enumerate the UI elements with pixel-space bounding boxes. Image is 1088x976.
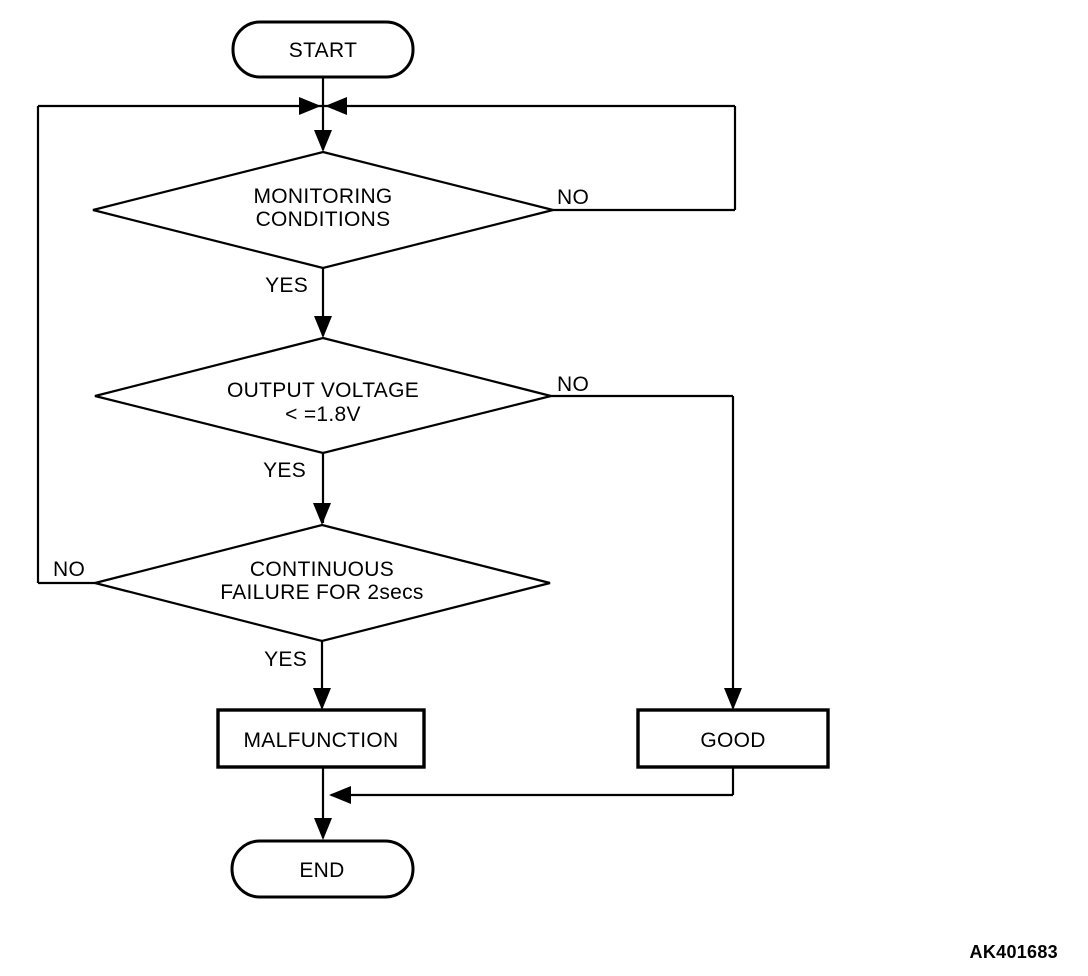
start-label: START bbox=[289, 39, 357, 62]
arrow-down-into-voltage-icon bbox=[314, 316, 332, 338]
arrow-down-into-end-icon bbox=[314, 818, 332, 840]
voltage-decision-shape bbox=[94, 336, 552, 455]
figure-code: AK401683 bbox=[970, 942, 1058, 962]
monitoring-label-line1: MONITORING bbox=[253, 185, 392, 208]
voltage-no-label: NO bbox=[557, 373, 589, 396]
good-box: GOOD bbox=[636, 708, 830, 769]
monitoring-decision-shape bbox=[92, 150, 554, 270]
malfunction-label: MALFUNCTION bbox=[244, 729, 399, 752]
monitoring-yes-label: YES bbox=[265, 274, 308, 297]
end-terminal: END bbox=[230, 839, 415, 899]
malfunction-box-shape bbox=[216, 708, 426, 769]
arrow-left-icon bbox=[325, 97, 347, 115]
arrow-down-into-continuous-icon bbox=[313, 503, 331, 525]
good-label: GOOD bbox=[700, 729, 765, 752]
continuous-yes-label: YES bbox=[264, 648, 307, 671]
output-voltage-decision: OUTPUT VOLTAGE < =1.8V bbox=[94, 336, 552, 455]
monitoring-label-line2: CONDITIONS bbox=[256, 208, 391, 231]
continuous-no-label: NO bbox=[53, 558, 85, 581]
voltage-yes-label: YES bbox=[263, 459, 306, 482]
continuous-decision-shape bbox=[94, 523, 551, 643]
arrow-down-into-monitoring-icon bbox=[314, 130, 332, 152]
start-terminal: START bbox=[231, 20, 415, 79]
end-terminal-shape bbox=[230, 839, 415, 899]
continuous-label-line1: CONTINUOUS bbox=[250, 558, 394, 581]
malfunction-box: MALFUNCTION bbox=[216, 708, 426, 769]
arrow-down-into-good-icon bbox=[724, 688, 742, 710]
voltage-label-line1: OUTPUT VOLTAGE bbox=[227, 379, 419, 402]
monitoring-no-label: NO bbox=[557, 186, 589, 209]
monitoring-conditions-decision: MONITORING CONDITIONS bbox=[92, 150, 554, 270]
start-terminal-shape bbox=[231, 20, 415, 79]
good-box-shape bbox=[636, 708, 830, 769]
end-label: END bbox=[299, 859, 344, 882]
arrow-left-into-main-line-icon bbox=[329, 786, 351, 804]
continuous-failure-decision: CONTINUOUS FAILURE FOR 2secs bbox=[94, 523, 551, 643]
connectors bbox=[36, 77, 737, 838]
arrowheads bbox=[299, 97, 742, 840]
arrow-down-into-malfunction-icon bbox=[313, 688, 331, 710]
continuous-label-line2: FAILURE FOR 2secs bbox=[220, 581, 423, 604]
arrow-right-icon bbox=[299, 97, 321, 115]
voltage-label-line2: < =1.8V bbox=[285, 403, 361, 426]
